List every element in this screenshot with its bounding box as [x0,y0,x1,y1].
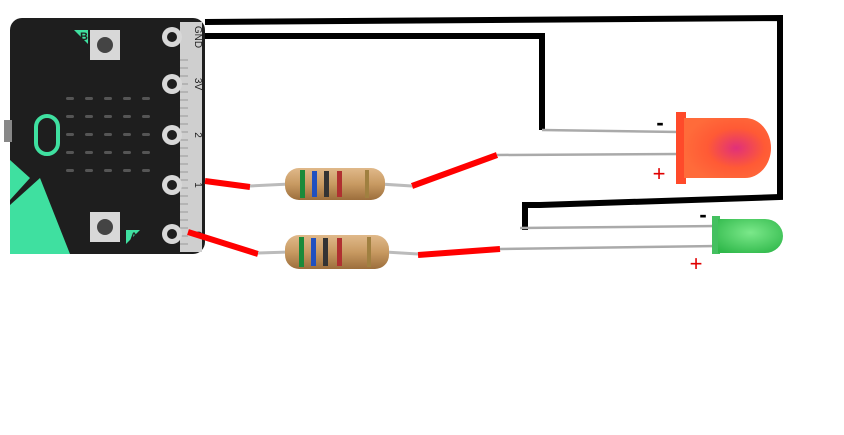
matrix-led [85,151,93,154]
corner-logo-top [10,160,30,200]
pin-3v[interactable] [162,74,182,94]
matrix-led [142,115,150,118]
pin-label-2: 2 [192,132,203,138]
matrix-led [85,133,93,136]
pin-label-1: 1 [192,182,203,188]
edge-connector [180,22,202,252]
matrix-led [66,133,74,136]
corner-logo-bottom [10,178,70,254]
matrix-led [123,115,131,118]
green-led-cathode-lead [519,224,719,230]
green-led-anode-lead [499,244,719,251]
matrix-led [66,151,74,154]
matrix-led [85,97,93,100]
matrix-led [142,169,150,172]
signal-wire-green-led [417,246,501,258]
matrix-led [104,97,112,100]
matrix-led [104,115,112,118]
ground-wire-red-led [205,33,545,130]
microbit-board: B A GND 3V 2 1 0 [4,18,205,254]
signal-wire-red-led [410,152,499,189]
matrix-led [142,133,150,136]
led-matrix [66,97,150,172]
matrix-led [66,115,74,118]
usb-connector [4,120,12,142]
matrix-led [142,97,150,100]
resistor-top [249,168,413,200]
green-led: - + [499,202,783,276]
matrix-led [123,133,131,136]
matrix-led [123,151,131,154]
pin-label-3v: 3V [192,78,203,91]
pin-gnd[interactable] [162,27,182,47]
button-b-label: B [80,31,88,43]
red-led-plus-label: + [653,161,666,186]
matrix-led [123,169,131,172]
green-led-plus-label: + [690,251,703,276]
pin-2[interactable] [162,125,182,145]
pin-0[interactable] [162,224,182,244]
signal-wire-pin1 [204,178,251,190]
button-a-label: A [130,231,138,243]
ground-wire-green-led [204,14,783,230]
signal-wire-pin0 [187,229,259,257]
red-led: - + [496,110,771,186]
button-a[interactable]: A [90,212,140,244]
red-led-minus-label: - [656,110,663,135]
matrix-led [104,151,112,154]
resistor-bottom [257,235,419,269]
matrix-led [85,169,93,172]
matrix-led [142,151,150,154]
matrix-led [66,169,74,172]
red-led-cathode-lead [541,128,681,134]
matrix-led [104,133,112,136]
pin-label-gnd: GND [192,26,203,48]
microbit-logo [34,114,60,156]
green-led-minus-label: - [699,202,706,227]
matrix-led [85,115,93,118]
button-b[interactable]: B [74,30,120,60]
matrix-led [123,97,131,100]
pin-1[interactable] [162,175,182,195]
matrix-led [104,169,112,172]
matrix-led [66,97,74,100]
red-led-anode-lead [496,152,681,157]
